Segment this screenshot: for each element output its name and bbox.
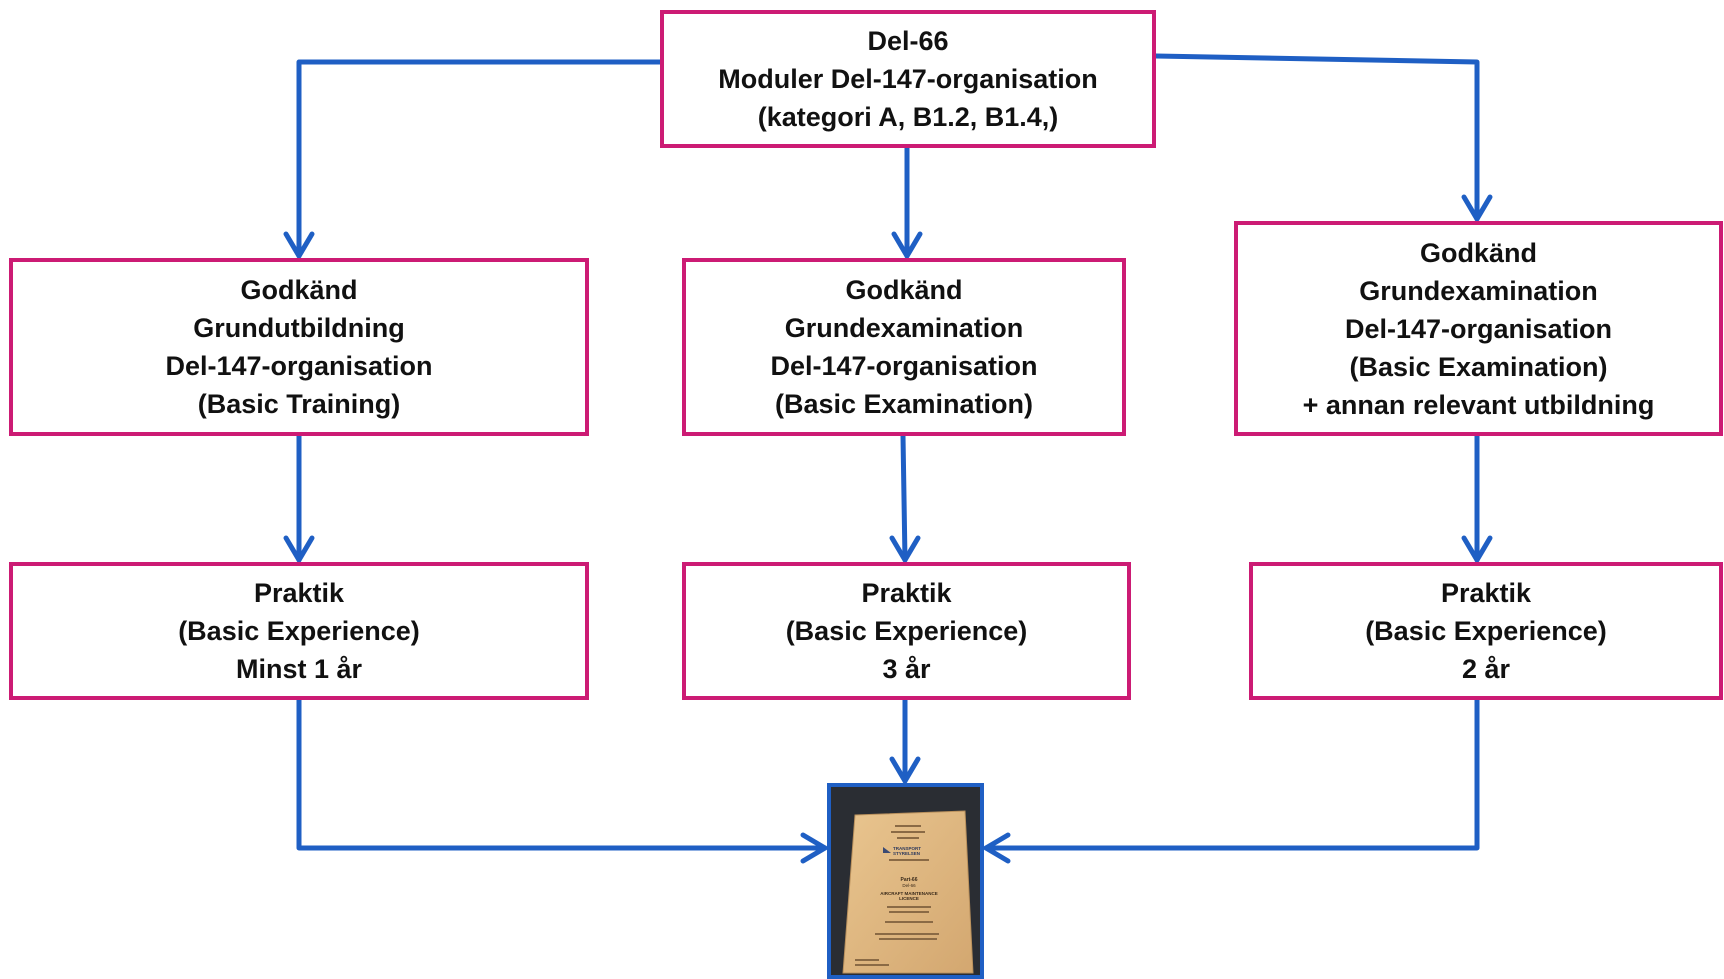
box-experience-2-years: Praktik (Basic Experience) 2 år [1249, 562, 1723, 700]
svg-text:AIRCRAFT MAINTENANCE: AIRCRAFT MAINTENANCE [880, 891, 938, 896]
svg-text:Del-66: Del-66 [902, 883, 916, 888]
connector-right-experience-to-licence [983, 697, 1480, 851]
box-basic-training: Godkänd Grundutbildning Del-147-organisa… [9, 258, 589, 436]
aircraft-maintenance-licence-photo: TRANSPORT STYRELSEN Part-66 Del-66 AIRCR… [827, 783, 984, 979]
box-text-line: Del-147-organisation [1344, 313, 1613, 344]
box-text-line: (Basic Experience) [785, 616, 1028, 646]
box-text-line: (Basic Examination) [1349, 351, 1608, 382]
connector-left-experience-to-licence [296, 697, 828, 851]
box-text-line: Grundutbildning [193, 313, 405, 343]
box-text-line: Praktik [1440, 578, 1532, 608]
box-experience-min-1-year: Praktik (Basic Experience) Minst 1 år [9, 562, 589, 700]
arrowhead-licence-left [800, 832, 828, 864]
arrowhead-mid-experience [889, 535, 921, 563]
box-part-66-modules: Del-66 Moduler Del-147-organisation (kat… [660, 10, 1156, 148]
box-text-line: Praktik [253, 578, 345, 608]
box-text-line: (Basic Experience) [178, 616, 420, 646]
box-text-line: Grundexamination [784, 313, 1024, 343]
box-text-line: 3 år [882, 654, 931, 684]
arrowhead-right-examination [1461, 194, 1493, 222]
box-text-line: Godkänd [1419, 237, 1537, 268]
box-text-line: Del-147-organisation [770, 351, 1038, 381]
svg-text:LICENCE: LICENCE [899, 896, 919, 901]
connector-top-to-training [296, 59, 663, 259]
box-experience-3-years: Praktik (Basic Experience) 3 år [682, 562, 1131, 700]
box-text-line: (Basic Experience) [1365, 616, 1607, 646]
box-text-line: Moduler Del-147-organisation [718, 64, 1098, 94]
box-text-line: Grundexamination [1359, 275, 1598, 306]
box-text-line: Praktik [861, 578, 952, 608]
connector-mid-examination-to-experience [900, 433, 908, 563]
licence-card-icon: TRANSPORT STYRELSEN Part-66 Del-66 AIRCR… [831, 787, 980, 975]
box-text-line: (Basic Training) [197, 389, 401, 419]
svg-text:TRANSPORT: TRANSPORT [893, 846, 921, 851]
box-text-line: Minst 1 år [235, 654, 363, 684]
arrowhead-right-experience [1461, 535, 1493, 563]
box-text-line: Godkänd [240, 275, 358, 305]
arrowhead-licence-top [889, 756, 921, 784]
box-text-line: (kategori A, B1.2, B1.4,) [757, 102, 1059, 132]
box-text-line: 2 år [1461, 654, 1511, 684]
box-text-line: + annan relevant utbildning [1302, 389, 1655, 420]
connector-top-to-right-examination [1153, 53, 1480, 222]
box-text-line: Del-66 [867, 26, 949, 56]
box-basic-examination: Godkänd Grundexamination Del-147-organis… [682, 258, 1126, 436]
svg-text:STYRELSEN: STYRELSEN [893, 851, 920, 856]
arrowhead-training [283, 231, 315, 259]
box-text-line: (Basic Examination) [774, 389, 1034, 419]
box-text-line: Del-147-organisation [165, 351, 433, 381]
box-text-line: Godkänd [845, 275, 963, 305]
arrowhead-left-experience [283, 535, 315, 563]
svg-text:Part-66: Part-66 [901, 877, 918, 883]
arrowhead-licence-right [983, 832, 1011, 864]
box-basic-examination-plus-training: Godkänd Grundexamination Del-147-organis… [1234, 221, 1723, 436]
arrowhead-mid-examination [891, 231, 923, 259]
